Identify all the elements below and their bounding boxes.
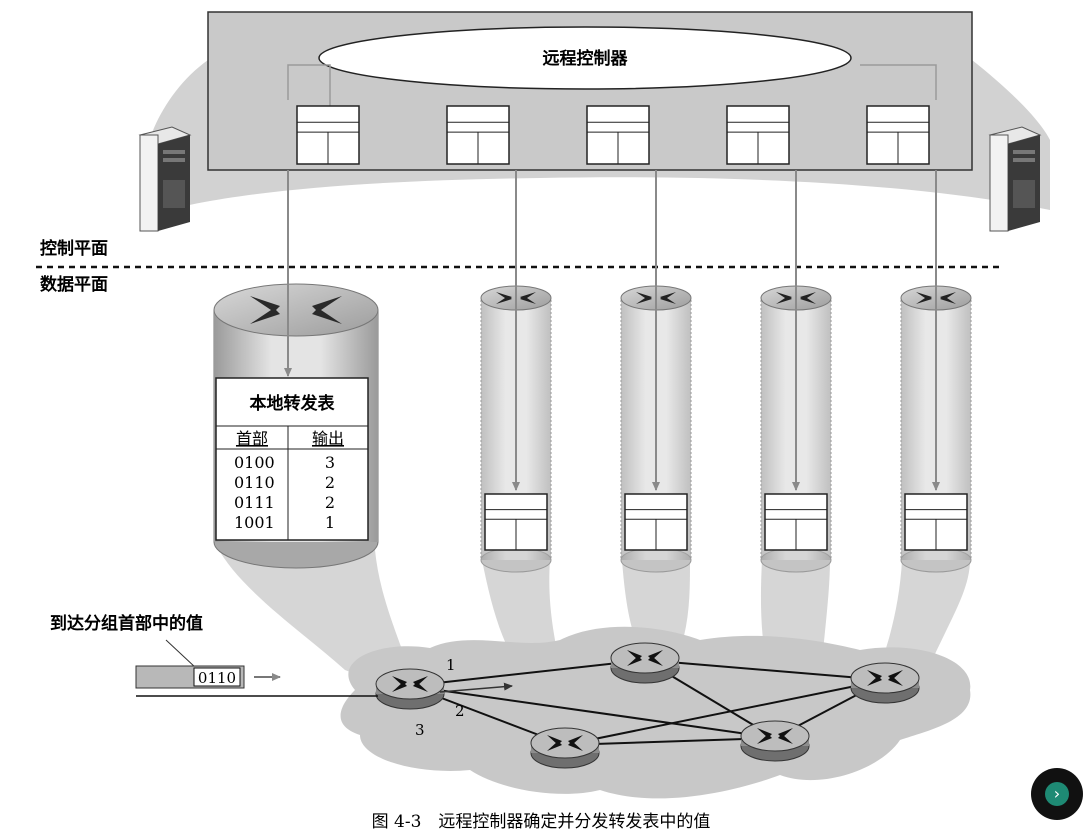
table-row-header: 0110 [234, 473, 275, 492]
port-2-label: 2 [455, 702, 465, 720]
table-row-output: 2 [325, 473, 335, 492]
figure-caption: 图 4-3 远程控制器确定并分发转发表中的值 [372, 812, 711, 832]
controller-flow-table [446, 105, 510, 165]
network-routers [375, 642, 920, 769]
local-forwarding-table: 本地转发表 首部 输出 0100 3 0110 2 0111 2 1001 1 [215, 377, 369, 541]
controller-flow-table [586, 105, 650, 165]
controller-flow-tables [296, 105, 930, 165]
control-plane-label: 控制平面 [40, 238, 108, 259]
switch-cylinder [900, 170, 972, 573]
controller-ellipse [318, 26, 852, 90]
switch-cylinder [620, 170, 692, 573]
router-x-icon [757, 728, 793, 744]
router-x-icon [547, 735, 583, 751]
network-router [375, 668, 445, 710]
network-router [850, 662, 920, 704]
chevron-right-icon: › [1045, 782, 1069, 806]
router-x-icon [776, 292, 816, 304]
table-row-header: 0100 [234, 453, 275, 472]
server-icon [988, 126, 1042, 232]
forward-arrow [439, 682, 513, 693]
router-x-icon [636, 292, 676, 304]
router-x-icon [916, 292, 956, 304]
network-router [740, 720, 810, 762]
table-row-output: 2 [325, 493, 335, 512]
network-cloud [340, 626, 971, 799]
packet-header-box [193, 667, 241, 687]
switch-cylinder [480, 170, 552, 573]
table-header-col: 首部 [236, 429, 268, 448]
router-x-icon [250, 296, 342, 324]
table-row-output: 1 [325, 513, 335, 532]
switch-cylinder [760, 170, 832, 573]
server-icon [138, 126, 192, 232]
controller-links [287, 64, 937, 108]
network-router [530, 727, 600, 769]
table-row-header: 1001 [234, 513, 275, 532]
switch-flow-table [764, 493, 828, 551]
controller-flow-table [866, 105, 930, 165]
packet-value: 0110 [198, 669, 236, 687]
switch-flow-table [624, 493, 688, 551]
caption-pointer [165, 639, 197, 669]
data-plane-label: 数据平面 [40, 274, 108, 295]
table-row-header: 0111 [234, 493, 275, 512]
table-row-output: 3 [325, 453, 335, 472]
controller-flow-table [296, 105, 360, 165]
network-links [409, 659, 886, 746]
controller-flow-table [726, 105, 790, 165]
network-router [610, 642, 680, 684]
switch-flow-table [484, 493, 548, 551]
table-title: 本地转发表 [250, 393, 336, 414]
table-output-col: 输出 [312, 429, 344, 448]
router-x-icon [627, 650, 663, 666]
router-x-icon [496, 292, 536, 304]
next-button[interactable]: › [1031, 768, 1083, 820]
packet-caption: 到达分组首部中的值 [50, 613, 203, 634]
router-x-icon [392, 676, 428, 692]
port-3-label: 3 [415, 721, 425, 739]
switch-flow-table [904, 493, 968, 551]
controller-label: 远程控制器 [543, 48, 629, 69]
router-x-icon [867, 670, 903, 686]
port-1-label: 1 [446, 656, 456, 674]
switch-cylinders [480, 170, 972, 573]
